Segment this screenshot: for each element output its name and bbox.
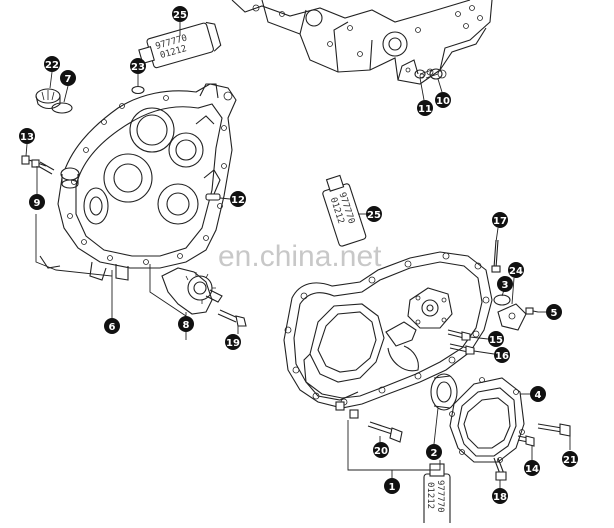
oil-pump-flange	[407, 287, 453, 329]
bolt-9	[31, 159, 55, 175]
tube-bottom-label: 97777001212	[425, 480, 445, 513]
callout-24: 24	[508, 262, 524, 278]
oil-filler-cap	[35, 88, 61, 110]
callout-2: 2	[426, 444, 442, 460]
oil-seal-2	[430, 373, 458, 411]
callout-12: 12	[230, 191, 246, 207]
callout-16: 16	[494, 347, 510, 363]
callout-21: 21	[562, 451, 578, 467]
callout-6: 6	[104, 318, 120, 334]
filler-o-ring	[51, 102, 73, 114]
callout-18: 18	[492, 488, 508, 504]
cover-housing-ring	[303, 303, 385, 401]
svg-text:13: 13	[20, 132, 34, 143]
bolt-17	[491, 239, 501, 273]
bolt-16	[449, 343, 475, 355]
cover-gasket	[283, 251, 493, 409]
svg-text:11: 11	[418, 104, 432, 115]
leader-lines	[25, 22, 571, 488]
bolt-5	[525, 307, 539, 315]
callout-10: 10	[435, 92, 451, 108]
svg-text:22: 22	[45, 60, 59, 71]
svg-text:23: 23	[131, 62, 145, 73]
callout-3: 3	[497, 276, 513, 292]
dowel-sleeves	[335, 401, 359, 419]
pin-12	[205, 193, 221, 201]
watermark-text: en.china.net	[218, 240, 382, 273]
svg-text:21: 21	[563, 455, 577, 466]
svg-text:12: 12	[231, 195, 245, 206]
callout-14: 14	[524, 460, 540, 476]
callout-20: 20	[373, 442, 389, 458]
bolt-19	[217, 309, 247, 327]
o-ring-3	[493, 294, 511, 306]
svg-text:20: 20	[374, 446, 388, 457]
callout-17: 17	[492, 212, 508, 228]
bolt-15	[447, 329, 471, 341]
svg-text:10: 10	[436, 96, 450, 107]
svg-text:17: 17	[493, 216, 507, 227]
callout-1: 1	[384, 478, 400, 494]
svg-text:14: 14	[525, 464, 539, 475]
callouts: 25 22 7 23 13 9 12 11 10 6 8 19 25 17 24…	[19, 6, 578, 504]
svg-text:4: 4	[535, 390, 542, 401]
bolt-18	[493, 457, 507, 481]
svg-text:2: 2	[431, 448, 438, 459]
callout-11: 11	[417, 100, 433, 116]
engine-block	[231, 0, 493, 85]
svg-text:7: 7	[65, 74, 72, 85]
callout-19: 19	[225, 334, 241, 350]
svg-text:16: 16	[495, 351, 509, 362]
callout-4: 4	[530, 386, 546, 402]
bolt-20	[367, 421, 403, 443]
svg-text:6: 6	[109, 322, 116, 333]
callout-15: 15	[488, 331, 504, 347]
front-cover-4	[449, 377, 525, 463]
callout-13: 13	[19, 128, 35, 144]
sealant-tube-bottom: 97777001212	[423, 463, 451, 528]
svg-text:3: 3	[502, 280, 509, 291]
svg-text:19: 19	[226, 338, 240, 349]
svg-text:9: 9	[34, 198, 41, 209]
callout-23: 23	[130, 58, 146, 74]
bolt-14	[517, 435, 535, 447]
hose-clamp	[385, 321, 419, 372]
sealant-tube-mid: 97777001212	[322, 174, 367, 247]
callout-25-mid: 25	[366, 206, 382, 222]
svg-text:25: 25	[173, 10, 187, 21]
gasket-24	[497, 303, 527, 331]
svg-text:24: 24	[509, 266, 523, 277]
callout-8: 8	[178, 316, 194, 332]
o-ring-23	[131, 85, 145, 95]
svg-text:18: 18	[493, 492, 507, 503]
callout-22: 22	[44, 56, 60, 72]
svg-text:15: 15	[489, 335, 503, 346]
svg-text:1: 1	[389, 482, 396, 493]
bolt-21	[537, 423, 571, 437]
svg-text:5: 5	[551, 308, 558, 319]
callout-9: 9	[29, 194, 45, 210]
sealant-tube-top: 97777001212	[138, 21, 222, 69]
callout-25-top: 25	[172, 6, 188, 22]
gear-case-housing	[39, 83, 237, 281]
drive-gear-assembly	[161, 267, 223, 315]
callout-5: 5	[546, 304, 562, 320]
svg-text:25: 25	[367, 210, 381, 221]
svg-text:8: 8	[183, 320, 190, 331]
callout-7: 7	[60, 70, 76, 86]
